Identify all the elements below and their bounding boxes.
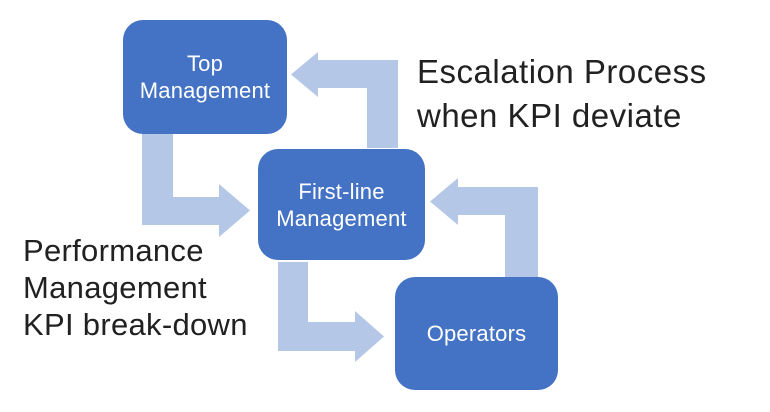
- arrow-operators-to-firstline-icon: [430, 178, 538, 277]
- arrow-top-to-firstline-icon: [142, 134, 250, 237]
- performance-label: Performance Management KPI break-down: [23, 232, 248, 343]
- node-label-line: Operators: [426, 321, 527, 346]
- performance-label-line: Performance: [23, 233, 204, 268]
- node-label-line: Top: [186, 51, 224, 76]
- node-label-line: First-line: [298, 178, 385, 204]
- arrow-firstline-to-operators-icon: [278, 262, 384, 362]
- node-operators: Operators: [395, 277, 558, 390]
- node-top-management: Top Management: [123, 20, 287, 134]
- node-label-line: Management: [139, 78, 271, 103]
- escalation-label-line: when KPI deviate: [417, 97, 682, 134]
- escalation-label: Escalation Process when KPI deviate: [417, 50, 707, 138]
- performance-label-line: KPI break-down: [23, 307, 248, 342]
- node-label-line: Management: [276, 205, 407, 231]
- node-first-line-management: First-line Management: [258, 149, 425, 260]
- performance-label-line: Management: [23, 270, 207, 305]
- arrow-firstline-to-top-icon: [291, 52, 398, 148]
- escalation-label-line: Escalation Process: [417, 53, 707, 90]
